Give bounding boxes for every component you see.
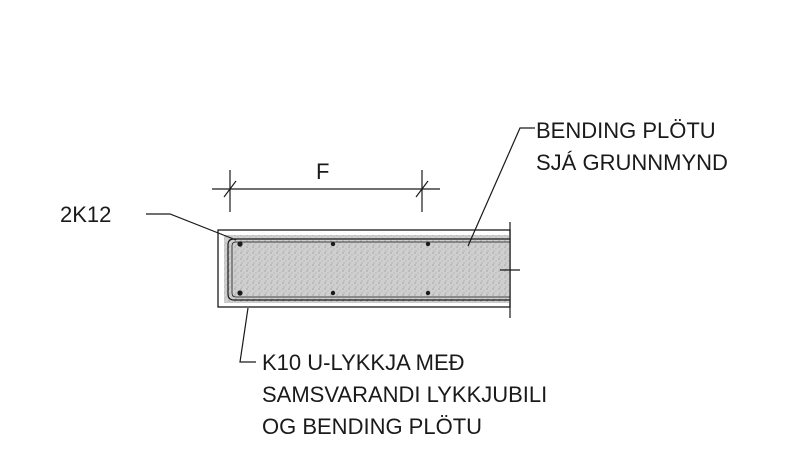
u-loop-note-line-1: K10 U-LYKKJA MEÐ: [262, 350, 465, 375]
rebar-dot: [237, 290, 243, 296]
slab-note-leader: [467, 127, 535, 247]
rebar-dot: [425, 290, 431, 296]
dimension-label: F: [316, 159, 329, 184]
rebar-dot: [237, 241, 243, 247]
slab-note-line-1: BENDING PLÖTU: [536, 118, 716, 143]
top-bar-leader: [146, 213, 237, 241]
rebar-dot: [330, 290, 336, 296]
u-loop-leader: [239, 307, 256, 363]
rebar-dot: [425, 241, 431, 247]
rebar-dot: [330, 241, 336, 247]
top-bar-label: 2K12: [60, 202, 111, 227]
concrete-fill: [224, 235, 510, 303]
u-loop-stirrup-inner: [231, 241, 510, 298]
u-loop-stirrup: [227, 238, 510, 301]
u-loop-note-line-3: OG BENDING PLÖTU: [262, 414, 482, 439]
slab-note-line-2: SJÁ GRUNNMYND: [536, 150, 728, 175]
dimension-tick-left: [223, 180, 237, 198]
u-loop-note-line-2: SAMSVARANDI LYKKJUBILI: [262, 382, 547, 407]
dimension-tick-right: [415, 180, 429, 198]
